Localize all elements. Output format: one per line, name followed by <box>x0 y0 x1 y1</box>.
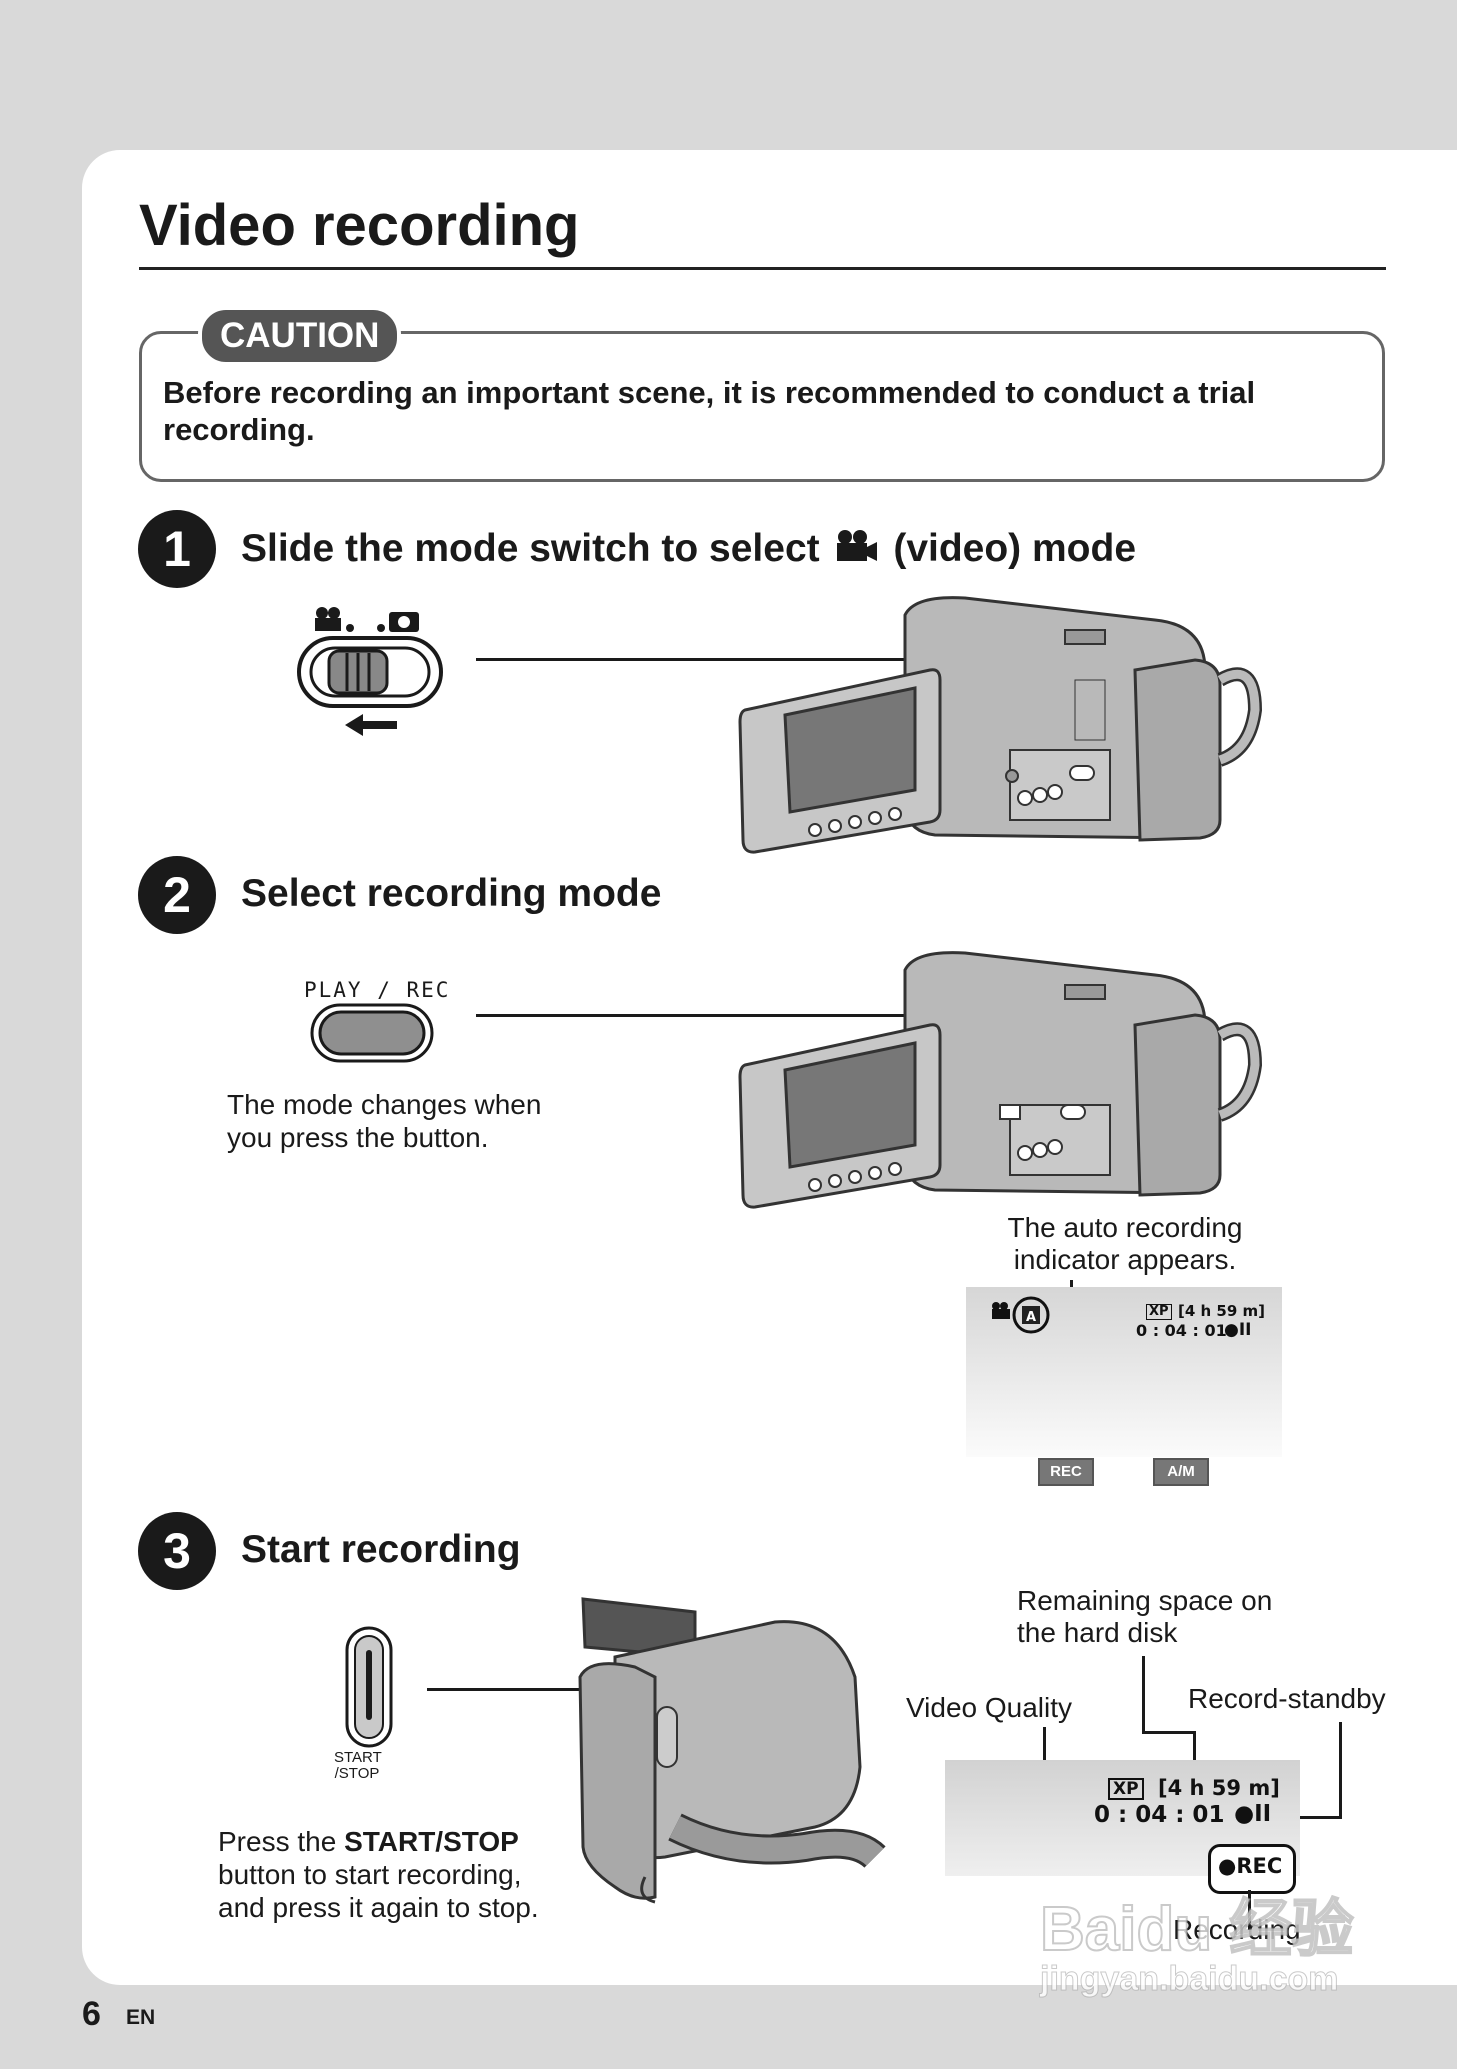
title-rule <box>139 267 1386 270</box>
auto-indicator-note-line2: indicator appears. <box>1013 1244 1237 1275</box>
start-stop-label-line1: START <box>334 1749 382 1766</box>
remaining-leader-v2 <box>1193 1731 1196 1767</box>
recording-leader <box>1248 1890 1251 1930</box>
lcd-screen-step2 <box>966 1287 1282 1457</box>
page-number: 6 <box>82 1995 101 2033</box>
video-mode-lcd-icon <box>992 1302 1010 1319</box>
step-1-number: 1 <box>138 510 216 588</box>
camcorder-illustration-3 <box>578 1597 886 1904</box>
rec-badge-text: ●REC <box>1218 1854 1283 1878</box>
lcd3-quality: XP <box>1108 1778 1144 1800</box>
video-camera-icon <box>834 529 878 573</box>
step-1-leader <box>476 658 1014 661</box>
step-2-note: The mode changes when you press the butt… <box>227 1088 541 1154</box>
step-3-note: Press the START/STOP button to start rec… <box>218 1825 539 1924</box>
step-1-title-start: Slide the mode switch to select <box>241 527 820 570</box>
recording-callout: Recording <box>1173 1914 1301 1945</box>
slide-left-arrow <box>345 714 397 736</box>
watermark-logo: Baidu 经验 <box>1039 1894 1354 1965</box>
play-rec-label: PLAY / REC <box>304 978 451 1002</box>
auto-badge-letter: A <box>1026 1310 1036 1325</box>
auto-indicator-note: The auto recording indicator appears. <box>1000 1212 1250 1276</box>
lcd3-standby: ●II <box>1234 1801 1272 1827</box>
lcd-am-button[interactable]: A/M <box>1153 1458 1209 1486</box>
page-language: EN <box>126 2006 156 2029</box>
remaining-callout-line1: Remaining space on <box>1017 1585 1273 1616</box>
camera-mode-icon <box>377 612 419 632</box>
step-2-title: Select recording mode <box>241 872 662 915</box>
standby-callout: Record-standby <box>1188 1683 1386 1714</box>
step-3-note-line2: button to start recording, <box>218 1859 522 1890</box>
lcd2-time: 0 : 04 : 01 <box>1136 1321 1227 1340</box>
rec-badge <box>1208 1844 1296 1894</box>
page-title: Video recording <box>139 193 580 258</box>
step-1-title: Slide the mode switch to select (video) … <box>241 527 1136 573</box>
step-2-leader <box>476 1014 1074 1017</box>
camcorder-illustration-1 <box>738 596 1263 854</box>
lcd3-remaining: [4 h 59 m] <box>1158 1776 1280 1800</box>
auto-indicator-note-line1: The auto recording <box>1007 1212 1243 1243</box>
quality-leader-v <box>1043 1727 1046 1787</box>
step-1-title-end: (video) mode <box>893 527 1137 570</box>
caution-label: CAUTION <box>198 306 402 366</box>
play-rec-button[interactable] <box>310 1003 435 1065</box>
lcd3-time: 0 : 04 : 01 <box>1094 1802 1225 1828</box>
step-2-note-line2: you press the button. <box>227 1122 489 1153</box>
step-3-title: Start recording <box>241 1528 521 1571</box>
lcd-rec-button[interactable]: REC <box>1038 1458 1094 1486</box>
lcd2-remaining: [4 h 59 m] <box>1178 1302 1265 1320</box>
step-3-number: 3 <box>138 1512 216 1590</box>
auto-indicator-badge: A <box>1012 1296 1050 1334</box>
mode-switch-illustration <box>297 607 443 736</box>
lcd2-standby: ●II <box>1224 1320 1252 1340</box>
caution-text: Before recording an important scene, it … <box>163 375 1256 447</box>
lcd2-quality: XP <box>1146 1304 1172 1320</box>
quality-callout: Video Quality <box>906 1692 1073 1723</box>
start-stop-button[interactable] <box>344 1625 394 1750</box>
step-3-leader <box>427 1688 669 1691</box>
remaining-leader-h <box>1142 1731 1195 1734</box>
step-2-note-line1: The mode changes when <box>227 1089 542 1120</box>
remaining-leader-v1 <box>1142 1656 1145 1733</box>
start-stop-label: START /STOP <box>334 1749 382 1782</box>
start-stop-label-line2: /STOP <box>334 1765 380 1782</box>
step-3-note-bold: START/STOP <box>344 1826 519 1857</box>
remaining-callout-line2: the hard disk <box>1017 1617 1178 1648</box>
step-3-note-line3: and press it again to stop. <box>218 1892 539 1923</box>
watermark-url: jingyan.baidu.com <box>1039 1960 1339 1999</box>
standby-leader-h <box>1285 1816 1342 1819</box>
video-mode-icon <box>315 607 354 632</box>
remaining-callout: Remaining space on the hard disk <box>1017 1585 1272 1649</box>
step-2-number: 2 <box>138 856 216 934</box>
camcorder-illustration-2 <box>738 951 1263 1209</box>
step-3-note-prefix: Press the <box>218 1826 345 1857</box>
standby-leader-v <box>1339 1722 1342 1818</box>
step-3-note-line1: Press the START/STOP <box>218 1825 539 1858</box>
